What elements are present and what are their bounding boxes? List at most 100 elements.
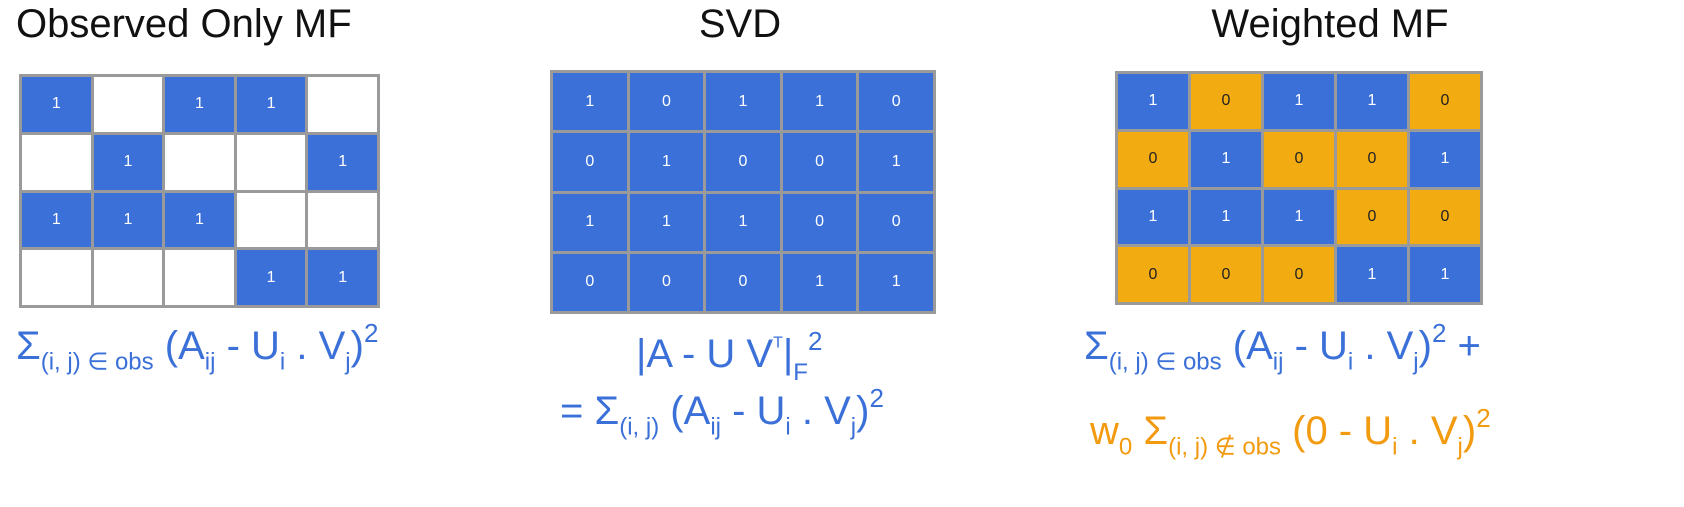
matrix-cell: 0 (1191, 247, 1261, 302)
matrix-cell: 0 (553, 253, 627, 311)
matrix-cell: 0 (1337, 131, 1407, 187)
matrix-cell: 1 (553, 73, 627, 131)
formula-sum-sub: (i, j) ∈ obs (40, 348, 154, 376)
matrix-cell: 0 (1118, 247, 1188, 302)
formula-open: (A (1232, 323, 1273, 368)
formula-exp: 2 (1431, 318, 1447, 348)
matrix-cell: 0 (706, 253, 780, 311)
formula-plus: + (1446, 323, 1481, 368)
formula-minus-u: - U (215, 323, 280, 368)
matrix-cell: 1 (1264, 189, 1334, 245)
matrix-cell: 1 (308, 134, 377, 190)
matrix-cell: 1 (1410, 131, 1480, 187)
matrix-cell: 0 (629, 73, 704, 131)
panel-title: Weighted MF (1211, 2, 1449, 46)
formula-exp: 2 (363, 318, 379, 348)
matrix-cell (22, 250, 91, 305)
matrix-cell: 1 (782, 73, 857, 131)
matrix-cell: 0 (782, 133, 857, 191)
formula-dot-v: . V (1353, 323, 1414, 368)
formula-sum-sub: (i, j) ∈ obs (1108, 348, 1222, 376)
formula-weight-sub: 0 (1118, 433, 1133, 461)
formula-frobenius: F (793, 359, 808, 387)
formula-close: ) (1418, 323, 1432, 368)
formula-sum-sub: (i, j) (619, 413, 660, 441)
matrix-cell: 0 (1337, 189, 1407, 245)
matrix-cell: 1 (1337, 74, 1407, 129)
matrix-cell: 1 (1191, 131, 1261, 187)
matrix-cell: 1 (165, 77, 234, 132)
matrix-cell (93, 77, 163, 132)
matrix-cell (165, 250, 234, 305)
matrix-cell: 0 (553, 133, 627, 191)
matrix-cell: 1 (22, 192, 91, 248)
matrix-cell (236, 192, 306, 248)
formula-a-sub: ij (204, 348, 216, 376)
matrix-cell: 1 (1410, 247, 1480, 302)
matrix-cell: 1 (1337, 247, 1407, 302)
matrix-cell: 0 (782, 193, 857, 251)
formula-weighted-observed: Σ(i, j) ∈ obs (Aij - Ui . Vj)2 + (1084, 320, 1481, 375)
formula-a-sub: ij (710, 413, 721, 441)
matrix-cell: 1 (1191, 189, 1261, 245)
formula-open: (A (659, 388, 711, 433)
matrix-cell: 1 (236, 250, 306, 305)
matrix-cell: 1 (22, 77, 91, 132)
matrix-cell: 0 (1118, 131, 1188, 187)
matrix-cell: 1 (165, 192, 234, 248)
formula-sum-sub: (i, j) ∉ obs (1168, 433, 1282, 461)
matrix-cell: 0 (1264, 247, 1334, 302)
matrix-cell (308, 77, 377, 132)
formula-open: (0 - U (1281, 408, 1393, 453)
matrix-cell: 1 (706, 73, 780, 131)
formula-exp: 2 (869, 383, 884, 413)
matrix-cell: 1 (1118, 189, 1188, 245)
matrix-cell (93, 250, 163, 305)
formula-svd-line1: |A - U VT|F2 (636, 328, 822, 385)
matrix-cell: 1 (782, 253, 857, 311)
matrix-cell: 1 (706, 193, 780, 251)
matrix-cell: 1 (859, 253, 933, 311)
formula-minus-u: - U (720, 388, 786, 433)
formula-svd-line2: = Σ(i, j) (Aij - Ui . Vj)2 (560, 385, 884, 440)
matrix-cell: 0 (1410, 189, 1480, 245)
matrix-cell: 1 (236, 77, 306, 132)
matrix-cell: 1 (93, 192, 163, 248)
matrix-cell (22, 134, 91, 190)
formula-norm: |A - U V (636, 331, 774, 376)
formula-v-sub: j (1457, 433, 1463, 461)
matrix-cell: 0 (859, 73, 933, 131)
formula-close: ) (1462, 408, 1477, 453)
matrix-cell: 0 (1191, 74, 1261, 129)
formula-sigma: Σ (16, 323, 41, 368)
formula-v-sub: j (850, 413, 857, 441)
formula-dot-v: . V (790, 388, 851, 433)
matrix-cell: 1 (629, 193, 704, 251)
panel-title: Observed Only MF (16, 2, 352, 46)
formula-open: (A (164, 323, 205, 368)
formula-weighted-unobserved: w0 Σ(i, j) ∉ obs (0 - Ui . Vj)2 (1090, 405, 1491, 460)
matrix-cell (308, 192, 377, 248)
formula-u-sub: i (1392, 433, 1398, 461)
formula-exp: 2 (1476, 403, 1491, 433)
formula-observed-only: Σ(i, j) ∈ obs (Aij - Ui . Vj)2 (16, 320, 378, 375)
panel-title: SVD (698, 2, 782, 46)
formula-eq-sigma: = Σ (560, 388, 620, 433)
matrix-cell (236, 134, 306, 190)
matrix-cell: 0 (859, 193, 933, 251)
formula-u-sub: i (1347, 348, 1354, 376)
formula-a-sub: ij (1272, 348, 1284, 376)
matrix-cell: 0 (1264, 131, 1334, 187)
formula-close: ) (856, 388, 870, 433)
matrix-cell: 0 (706, 133, 780, 191)
formula-u-sub: i (279, 348, 286, 376)
formula-norm-exp: 2 (807, 326, 823, 356)
formula-dot-v: . V (285, 323, 346, 368)
formula-u-sub: i (785, 413, 791, 441)
formula-transpose: T (773, 334, 783, 352)
